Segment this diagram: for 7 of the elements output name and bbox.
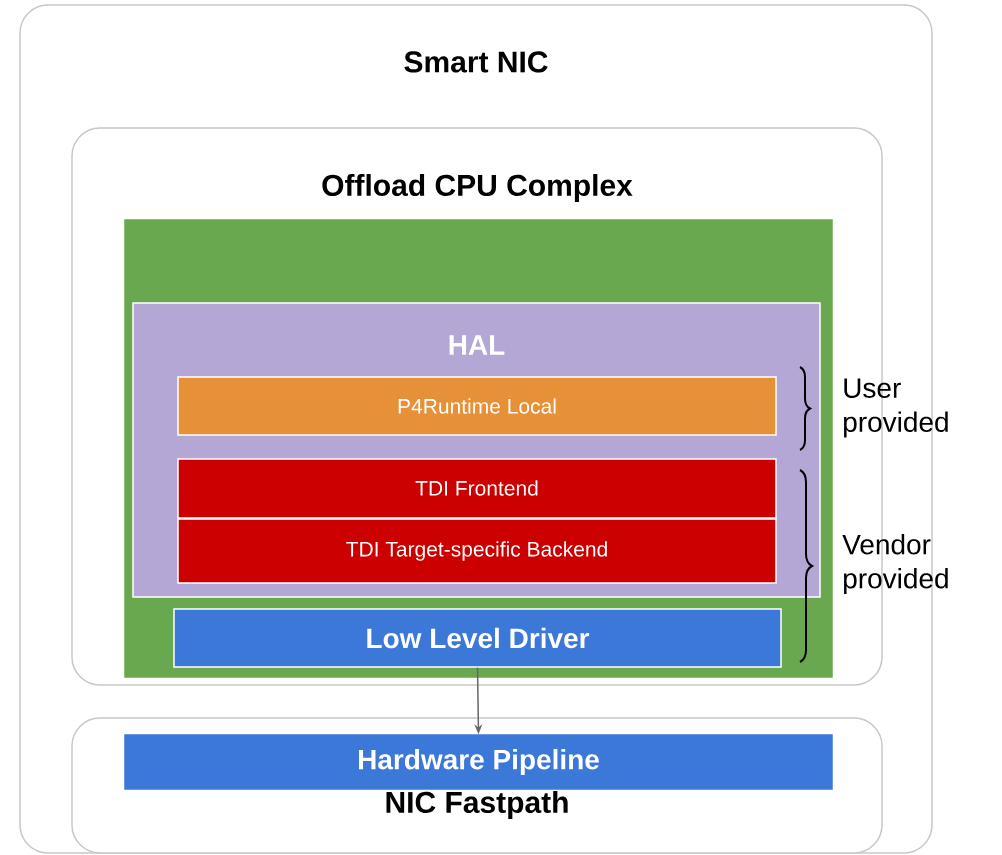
annotation-text: Vendor provided xyxy=(842,533,948,595)
annotation-text: User provided xyxy=(844,378,948,438)
component-box: Hardware Pipeline xyxy=(124,734,833,790)
component-box: Low Level Driver xyxy=(173,608,782,668)
component-box: P4Runtime Local xyxy=(177,376,777,436)
component-box: TDI Target-specific Backend xyxy=(177,518,777,584)
component-box: TDI Frontend xyxy=(177,458,777,519)
